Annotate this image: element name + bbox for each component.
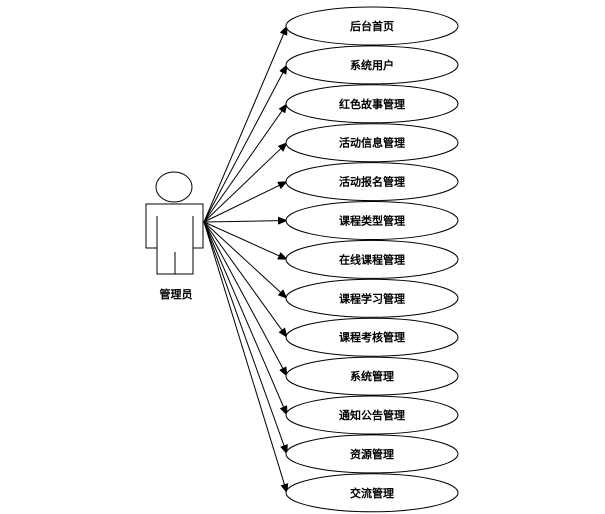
use-case: 系统用户 — [285, 45, 459, 85]
use-case-ellipse — [285, 473, 459, 513]
use-case-label: 课程考核管理 — [339, 330, 405, 344]
use-case-label: 系统管理 — [350, 369, 394, 383]
use-case-ellipse — [285, 45, 459, 85]
association-lines — [203, 25, 289, 494]
association-arrow — [203, 221, 288, 416]
association-arrow — [203, 216, 288, 225]
use-case-label: 红色故事管理 — [339, 97, 405, 111]
use-case: 后台首页 — [285, 6, 459, 46]
use-case-ellipse — [285, 201, 459, 240]
use-case: 活动信息管理 — [285, 123, 459, 163]
association-arrow — [203, 102, 288, 223]
use-case: 课程考核管理 — [285, 317, 459, 357]
use-case: 活动报名管理 — [285, 162, 459, 202]
use-case-ellipse — [285, 123, 459, 163]
use-case: 在线课程管理 — [285, 239, 459, 279]
association-arrow — [203, 221, 289, 494]
association-arrow — [203, 181, 288, 223]
actor-body — [145, 203, 204, 275]
use-case-ellipse — [285, 356, 459, 396]
association-arrow — [203, 221, 288, 377]
use-case-list: 后台首页系统用户红色故事管理活动信息管理活动报名管理课程类型管理在线课程管理课程… — [285, 6, 459, 513]
use-case-label: 通知公告管理 — [339, 408, 405, 422]
actor-label: 管理员 — [160, 287, 193, 301]
use-case-label: 系统用户 — [350, 58, 394, 72]
association-arrow — [203, 25, 288, 223]
use-case-label: 课程学习管理 — [339, 291, 405, 305]
association-arrow — [203, 221, 288, 299]
use-case: 通知公告管理 — [285, 395, 459, 435]
use-case-label: 交流管理 — [350, 486, 394, 500]
use-case-label: 资源管理 — [350, 447, 394, 461]
use-case-label: 后台首页 — [350, 19, 394, 33]
use-case-label: 活动报名管理 — [339, 175, 405, 189]
use-case-ellipse — [285, 162, 459, 202]
use-case: 资源管理 — [285, 434, 459, 474]
use-case-ellipse — [285, 434, 459, 474]
use-case: 交流管理 — [285, 473, 459, 513]
association-arrow — [203, 221, 288, 260]
use-case-label: 课程类型管理 — [339, 214, 405, 228]
use-case-ellipse — [285, 6, 459, 46]
actor-head — [155, 171, 193, 203]
use-case-ellipse — [285, 278, 459, 318]
use-case-ellipse — [285, 239, 459, 279]
association-arrow — [203, 142, 288, 223]
use-case-label: 活动信息管理 — [339, 136, 405, 150]
use-case-ellipse — [285, 395, 459, 435]
association-arrow — [203, 64, 288, 223]
use-case: 系统管理 — [285, 356, 459, 396]
actor-admin: 管理员 — [145, 171, 204, 301]
use-case: 课程类型管理 — [285, 201, 459, 240]
use-case-ellipse — [285, 317, 459, 357]
association-arrow — [203, 221, 288, 455]
use-case-label: 在线课程管理 — [339, 252, 405, 266]
use-case: 课程学习管理 — [285, 278, 459, 318]
use-case: 红色故事管理 — [285, 84, 459, 124]
use-case-ellipse — [285, 84, 459, 124]
association-arrow — [203, 221, 288, 339]
